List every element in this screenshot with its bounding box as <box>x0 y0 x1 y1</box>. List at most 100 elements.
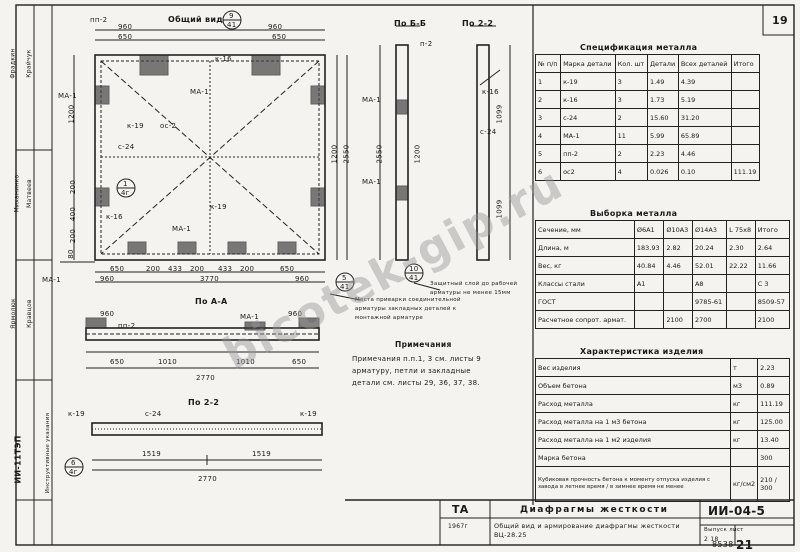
dim-bottom-1: 650 <box>110 265 125 273</box>
s22-dim-1: 1519 <box>142 450 162 458</box>
side-subtitle: Инструктивные указания <box>45 412 52 494</box>
callout-10: 10 <box>409 265 419 273</box>
notes-title: Примечания <box>395 340 452 349</box>
mark-ma1-low: МА-1 <box>172 225 192 233</box>
s22-mark-k19a: к-19 <box>68 410 85 418</box>
note-weld: Места приварки соединительной арматуры з… <box>355 297 461 321</box>
dim-bottom-7: 650 <box>280 265 295 273</box>
spec-h-mark: Марка детали <box>560 54 616 73</box>
bottom-page: 21 <box>736 538 754 552</box>
s22-dim-2: 1519 <box>252 450 272 458</box>
mark-k16-top: к-16 <box>215 55 232 63</box>
side-label-2: Крайчук <box>25 49 33 78</box>
dim-left-1: 1200 <box>67 104 76 124</box>
mark-k19-low: к-19 <box>210 203 227 211</box>
callout-general-sub: 41 <box>227 21 237 29</box>
callout-5: 5 <box>342 274 347 282</box>
dim-right-3: 1200 <box>413 144 422 164</box>
mark-c24: с-24 <box>118 143 135 151</box>
mark-k16-low: к-16 <box>106 213 123 221</box>
mark-ma1-bb2: МА-1 <box>362 178 382 186</box>
aa-mark-pp2: пп-2 <box>118 322 136 330</box>
callout-10-sub: 41 <box>409 274 419 282</box>
dim-bottom-3: 433 <box>168 265 183 273</box>
mark-c24-r: с-24 <box>480 128 497 136</box>
bottom-code: 8538 <box>712 540 734 549</box>
mark-ma1-center: МА-1 <box>190 88 210 96</box>
s22-dim-3: 2770 <box>198 475 218 483</box>
spec-title: Спецификация металла <box>580 43 698 52</box>
spec-h-total: Итого <box>730 54 761 73</box>
dim-bottom-9: 3770 <box>200 275 220 283</box>
aa-dim-4: 1010 <box>158 358 178 366</box>
callout-general-num: 9 <box>229 12 234 20</box>
side-label-1: Фрадкин <box>9 48 17 79</box>
dim-right-5: 1099 <box>495 104 504 124</box>
mark-ma1-bb: МА-1 <box>362 96 382 104</box>
stamp-title: Диафрагмы жесткости <box>520 505 669 515</box>
side-title: ИИ-11ТЭП <box>13 435 23 484</box>
aa-dim-3: 650 <box>110 358 125 366</box>
stamp-sheet-label: Выпуск лист <box>704 527 744 533</box>
dim-left-5: 80 <box>66 249 75 259</box>
spec-table: № п/п Марка детали Кол. шт Детали Всех д… <box>534 54 761 181</box>
aa-dim-6: 650 <box>292 358 307 366</box>
side-label-4: Матвеев <box>25 179 33 208</box>
dim-left-4: 200 <box>69 228 78 244</box>
aa-mark-ma1: МА-1 <box>240 313 260 321</box>
view-section-bb: По Б-Б <box>394 19 427 28</box>
side-label-3: Миханинко <box>13 174 21 213</box>
dim-bottom-2: 200 <box>146 265 161 273</box>
side-label-6: Кравцов <box>25 299 33 328</box>
callout-6-sub: 4г <box>69 468 78 476</box>
mark-ma1-left: МА-1 <box>58 92 78 100</box>
dim-top-2: 650 <box>118 33 133 41</box>
dim-bottom-6: 200 <box>240 265 255 273</box>
dim-right-1: 1200 <box>330 144 339 164</box>
aa-dim-2: 960 <box>288 310 303 318</box>
spec-h-qty: Кол. шт <box>614 54 648 73</box>
spec-h-num: № п/п <box>534 54 562 73</box>
sheet-number: 19 <box>772 14 788 27</box>
note-protect: Защитный слой до рабочей арматуры не мен… <box>430 281 518 296</box>
dim-right-2: 2550 <box>342 144 351 164</box>
mark-k19: к-19 <box>127 122 144 130</box>
mark-ma1-bl: МА-1 <box>42 276 62 284</box>
mark-pp2: пп-2 <box>90 16 108 24</box>
view-section-22b: По 2-2 <box>188 398 220 407</box>
dim-top-1: 960 <box>118 23 133 31</box>
dim-bottom-10: 960 <box>295 275 310 283</box>
callout-1: 1 <box>123 180 128 188</box>
sel-title: Выборка металла <box>590 209 678 218</box>
stamp-org: ТА <box>452 503 469 516</box>
dim-left-2: 200 <box>69 179 78 195</box>
s22-mark-c24: с-24 <box>145 410 162 418</box>
aa-dim-7: 2770 <box>196 374 216 382</box>
mark-oc2: ос-2 <box>160 122 177 130</box>
stamp-year: 1967г <box>448 523 468 530</box>
table-row: Кубиковая прочность бетона к моменту отп… <box>535 466 790 502</box>
callout-1-sub: 4г <box>121 189 130 197</box>
view-general-title: Общий вид <box>168 15 224 24</box>
dim-right-4: 2550 <box>375 144 384 164</box>
notes-line-1: Примечания п.п.1, 3 см. листы 9 <box>352 355 482 363</box>
